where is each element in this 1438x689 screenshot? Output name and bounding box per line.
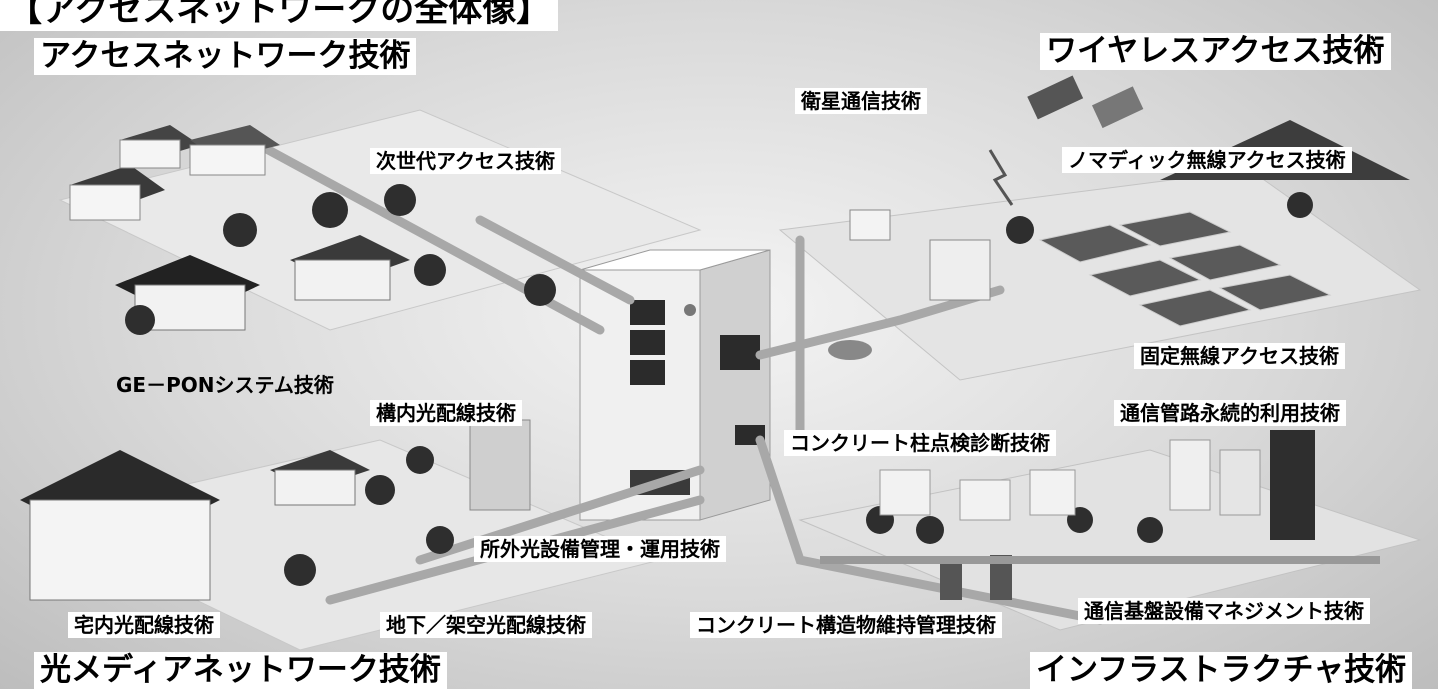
label-ge-pon: GE－PONシステム技術 [116, 373, 334, 397]
section-optical-media: 光メディアネットワーク技術 [34, 652, 447, 689]
label-concrete-pole: コンクリート柱点検診断技術 [784, 430, 1056, 456]
section-access-network: アクセスネットワーク技術 [34, 38, 417, 75]
label-conduit-sustain: 通信管路永続的利用技術 [1114, 400, 1346, 426]
label-fixed-wireless: 固定無線アクセス技術 [1134, 343, 1345, 369]
page-title: 【アクセスネットワークの全体像】 [0, 0, 559, 31]
label-premises-wiring: 構内光配線技術 [370, 400, 522, 426]
section-wireless-access: ワイヤレスアクセス技術 [1040, 33, 1391, 70]
infrastructure-city [820, 430, 1380, 600]
satellite-icon [1027, 75, 1144, 129]
field-grid [1038, 211, 1332, 327]
access-houses [69, 125, 410, 331]
label-infra-management: 通信基盤設備マネジメント技術 [1078, 598, 1370, 624]
label-concrete-structure: コンクリート構造物維持管理技術 [690, 612, 1002, 638]
label-home-wiring: 宅内光配線技術 [68, 612, 220, 638]
label-satellite: 衛星通信技術 [795, 88, 927, 114]
optical-media-buildings [20, 419, 531, 601]
label-nomadic-wireless: ノマディック無線アクセス技術 [1062, 147, 1352, 173]
label-outside-plant: 所外光設備管理・運用技術 [474, 536, 726, 562]
label-underground-aerial: 地下／架空光配線技術 [380, 612, 592, 638]
label-next-gen-access: 次世代アクセス技術 [370, 148, 561, 174]
central-office-building [579, 249, 771, 521]
section-infrastructure: インフラストラクチャ技術 [1030, 652, 1413, 689]
